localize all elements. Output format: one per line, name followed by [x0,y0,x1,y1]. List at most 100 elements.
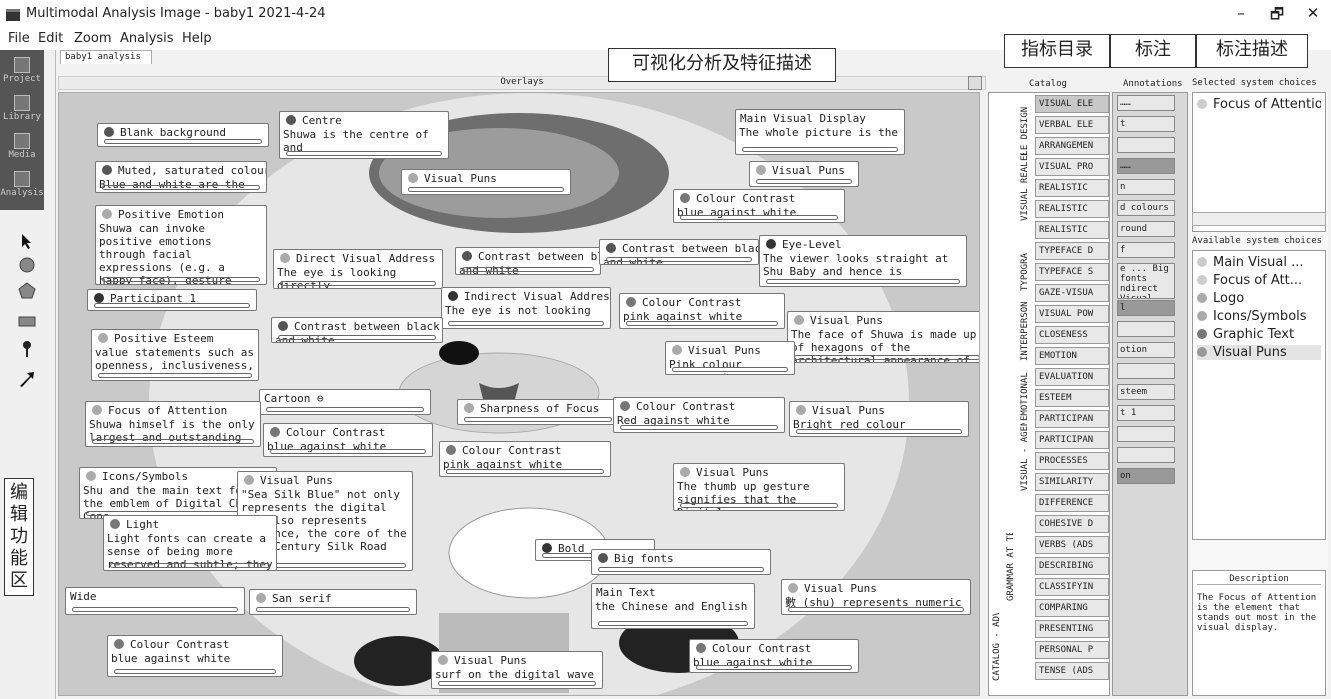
annotation-card[interactable]: Participant 1 [87,289,257,311]
annotation-item[interactable]: f [1117,242,1175,258]
annotation-card[interactable]: Cartoon ⊖ [259,389,431,415]
card-collapse-handle[interactable] [756,179,852,184]
card-collapse-handle[interactable] [788,607,964,612]
card-collapse-handle[interactable] [438,681,596,686]
card-collapse-handle[interactable] [286,151,442,156]
card-body[interactable]: Bright red colour [793,418,906,431]
card-body[interactable]: and white [275,334,335,343]
card-collapse-handle[interactable] [270,449,426,454]
card-collapse-handle[interactable] [680,215,838,220]
card-collapse-handle[interactable] [626,321,778,326]
catalog-item[interactable]: TYPEFACE D [1035,242,1109,260]
catalog-item[interactable]: DIFFERENCE [1035,494,1109,512]
card-collapse-handle[interactable] [606,257,752,262]
menu-analysis[interactable]: Analysis [120,31,174,46]
annotation-item[interactable] [1117,426,1175,442]
card-body[interactable]: pink against white [443,458,563,471]
card-collapse-handle[interactable] [464,417,612,422]
card-body[interactable]: blue against white [111,652,231,665]
annotation-item[interactable]: e ... Big fonts ndirect Visual [1117,263,1175,299]
card-collapse-handle[interactable] [620,425,778,430]
catalog-item[interactable]: ESTEEM [1035,389,1109,407]
catalog-item[interactable]: PROCESSES [1035,452,1109,470]
available-choice[interactable]: Main Visual ... [1197,255,1321,270]
card-collapse-handle[interactable] [408,187,564,192]
card-collapse-handle[interactable] [266,407,424,412]
card-collapse-handle[interactable] [114,669,276,674]
card-body[interactable]: and white [603,256,663,265]
catalog-item[interactable]: COMPARING [1035,599,1109,617]
card-collapse-handle[interactable] [672,367,788,372]
annotation-item[interactable]: l [1117,300,1175,316]
card-body[interactable]: Shuwa himself is the only largest and ou… [89,418,255,444]
catalog-item[interactable]: TYPEFACE S [1035,263,1109,281]
card-body[interactable]: Shuwa is the centre of and [283,128,436,154]
polygon-tool-icon[interactable] [18,282,36,300]
card-collapse-handle[interactable] [598,621,748,626]
annotation-card[interactable]: Wide [65,587,245,615]
catalog-item[interactable]: VISUAL PRO [1035,158,1109,176]
card-body[interactable]: surf on the digital wave [435,668,594,681]
annotation-item[interactable]: steem [1117,384,1175,400]
card-collapse-handle[interactable] [598,567,764,572]
selected-scrollbar[interactable] [1192,212,1326,226]
card-collapse-handle[interactable] [104,139,262,144]
catalog-item[interactable]: REALISTIC [1035,200,1109,218]
card-collapse-handle[interactable] [462,267,594,272]
card-body[interactable]: and white [459,264,519,275]
catalog-item[interactable]: ARRANGEMEN [1035,137,1109,155]
annotation-item[interactable]: n [1117,179,1175,195]
card-collapse-handle[interactable] [742,147,898,152]
card-collapse-handle[interactable] [256,607,410,612]
card-collapse-handle[interactable] [72,607,238,612]
annotation-item[interactable] [1117,321,1175,337]
annotation-item[interactable]: otion [1117,342,1175,358]
card-body[interactable]: pink against white [623,310,743,323]
annotation-item[interactable]: on [1117,468,1175,484]
annotation-item[interactable]: d colours [1117,200,1175,216]
ellipse-tool-icon[interactable] [18,256,36,274]
available-choice[interactable]: Graphic Text [1197,327,1321,342]
available-choice[interactable]: Visual Puns [1197,345,1321,360]
rectangle-tool-icon[interactable] [18,312,36,330]
card-body[interactable]: 數 (shu) represents numeric [785,596,962,609]
catalog-item[interactable]: VERBAL ELE [1035,116,1109,134]
nav-media[interactable]: Media [0,130,44,168]
card-body[interactable]: Red against white [617,414,730,427]
tab-analysis[interactable]: baby1 analysis [60,50,152,64]
minimize-button[interactable]: – [1237,4,1245,22]
menu-help[interactable]: Help [182,31,212,46]
nav-analysis[interactable]: Analysis [0,168,44,206]
card-collapse-handle[interactable] [448,321,604,326]
available-choices-list[interactable]: Main Visual ... Focus of Att... Logo Ico… [1192,250,1326,540]
annotation-item[interactable]: t [1117,116,1175,132]
catalog-item[interactable]: SIMILARITY [1035,473,1109,491]
card-body[interactable]: The eye is not looking [445,304,591,317]
card-body[interactable]: Light fonts can create a sense of being … [107,532,273,571]
annotation-card[interactable]: Big fonts [591,549,771,575]
catalog-item[interactable]: REALISTIC [1035,221,1109,239]
card-collapse-handle[interactable] [110,563,270,568]
available-choice[interactable]: Focus of Att... [1197,273,1321,288]
card-collapse-handle[interactable] [696,665,852,670]
catalog-item[interactable]: PARTICIPAN [1035,431,1109,449]
annotation-card[interactable]: San serif [249,589,417,615]
card-collapse-handle[interactable] [94,303,250,308]
maximize-button[interactable]: 🗗 [1269,5,1285,23]
